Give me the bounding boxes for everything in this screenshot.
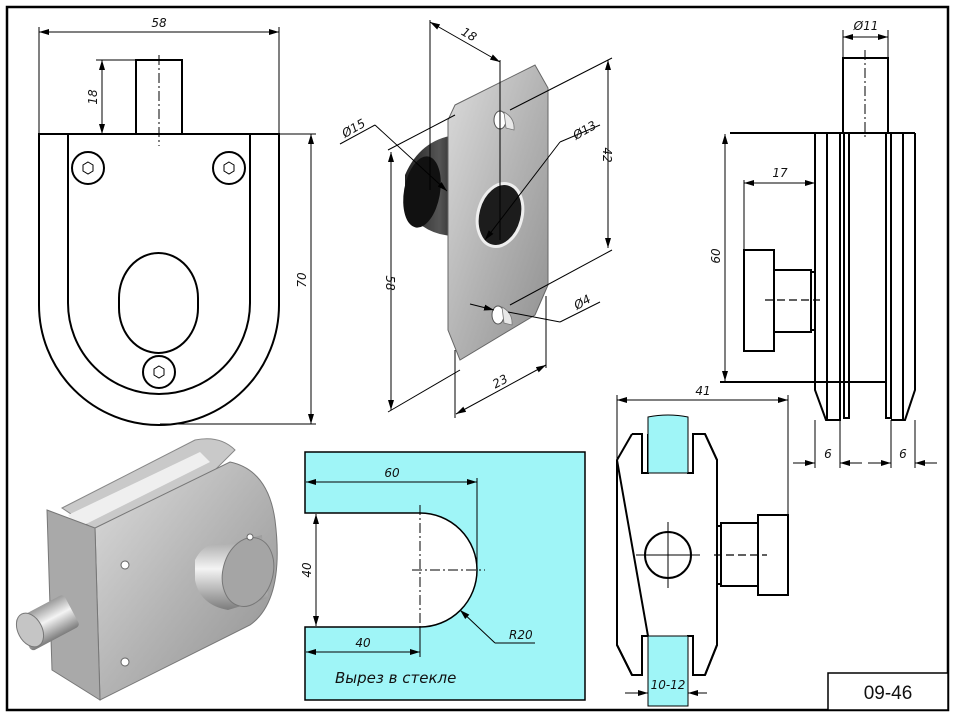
screw-icon xyxy=(71,151,105,185)
front-body-outline xyxy=(38,133,280,426)
front-view: 58 18 70 xyxy=(38,16,316,426)
dim-plate-height: 58 xyxy=(383,275,397,291)
dim-hole-spacing: 42 xyxy=(600,147,614,162)
dim-right-jaw: 6 xyxy=(899,447,907,461)
dim-height: 70 xyxy=(295,272,309,288)
dim-straight-length: 40 xyxy=(355,636,371,650)
dim-cutout-width: 40 xyxy=(300,562,314,578)
top-view: 41 10-12 xyxy=(616,384,789,707)
strike-plate-iso: 18 Ø15 Ø13 42 58 Ø4 23 xyxy=(339,20,614,418)
dim-width: 58 xyxy=(151,16,167,30)
front-inner-plate xyxy=(67,134,251,395)
glass-cutout: 60 40 40 R20 Вырез в стекле xyxy=(300,451,586,701)
screw-icon xyxy=(212,151,246,185)
lock-iso-render xyxy=(15,438,278,701)
screw-icon xyxy=(142,355,176,389)
dim-radius: R20 xyxy=(509,628,533,642)
dim-left-jaw: 6 xyxy=(824,447,832,461)
dim-pin-offset: 18 xyxy=(459,25,480,45)
lock-knob xyxy=(221,537,275,607)
drawing-number: 09-46 xyxy=(864,683,913,704)
title-block: 09-46 xyxy=(827,672,949,711)
dim-cutout-depth: 60 xyxy=(384,466,400,480)
cutout-caption: Вырез в стекле xyxy=(335,669,456,687)
glass-panel xyxy=(304,451,586,701)
dim-knob-offset: 17 xyxy=(772,166,788,180)
dim-plate-width: 23 xyxy=(490,372,510,392)
dim-glass-thickness: 10-12 xyxy=(651,678,686,692)
oval-slot xyxy=(118,252,199,354)
dim-side-height: 60 xyxy=(709,248,723,264)
dim-side-pin-diameter: Ø11 xyxy=(853,19,879,33)
dim-pin-height: 18 xyxy=(86,89,100,105)
screw-icon xyxy=(491,305,513,326)
side-view: Ø11 17 60 6 6 xyxy=(709,19,937,468)
dim-overall-width: 41 xyxy=(695,384,710,398)
